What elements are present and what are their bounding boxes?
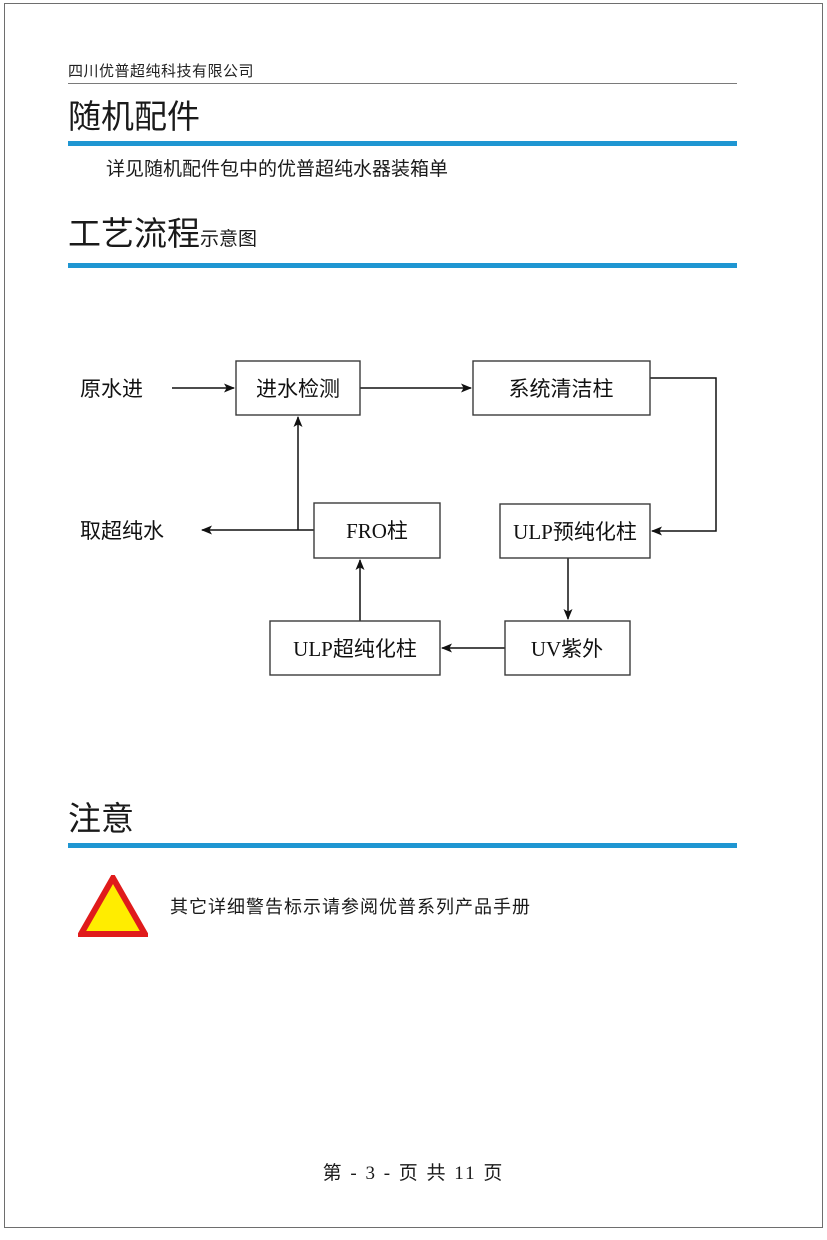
warning-triangle-icon (75, 871, 151, 937)
flow-node-label: 系统清洁柱 (509, 377, 614, 401)
flow-node-label: ULP预纯化柱 (513, 520, 637, 544)
flow-label-raw-water-in: 原水进 (80, 377, 143, 401)
flow-node-label: FRO柱 (346, 519, 408, 543)
flow-node-label: ULP超纯化柱 (293, 637, 417, 661)
flow-node-label: UV紫外 (531, 637, 603, 661)
process-flow-diagram: 进水检测 系统清洁柱 ULP预纯化柱 UV紫外 ULP超纯化柱 FRO柱 (60, 330, 780, 710)
section-accent-bar (68, 843, 737, 848)
section-title-process: 工艺流程示意图 (68, 215, 737, 260)
section-title-accessories: 随机配件 (68, 100, 200, 136)
flow-node-fro[interactable]: FRO柱 (313, 502, 441, 559)
flow-node-inlet-detection[interactable]: 进水检测 (235, 360, 361, 416)
section-accent-bar (68, 263, 737, 268)
edge-systemclean-to-ulppre (650, 377, 717, 536)
flow-node-ulp-pre[interactable]: ULP预纯化柱 (499, 503, 651, 559)
page-footer: 第 - 3 - 页 共 11 页 (322, 1163, 505, 1184)
document-header: 四川优普超纯科技有限公司 (68, 62, 737, 84)
header-company-name: 四川优普超纯科技有限公司 (68, 62, 255, 80)
section-title-notice: 注意 (68, 802, 134, 838)
header-rule (68, 83, 737, 84)
section-heading-accessories: 随机配件 (68, 98, 737, 146)
section-accent-bar (68, 141, 737, 146)
section-title-process-sub: 示意图 (200, 229, 258, 250)
section-heading-notice: 注意 (68, 800, 737, 848)
flow-label-ultrapure-out: 取超纯水 (80, 519, 164, 543)
flow-node-system-clean[interactable]: 系统清洁柱 (472, 360, 651, 416)
flow-node-label: 进水检测 (256, 377, 340, 401)
flow-node-uv[interactable]: UV紫外 (504, 620, 631, 676)
flow-node-ulp-ultra[interactable]: ULP超纯化柱 (269, 620, 441, 676)
section-heading-process: 工艺流程示意图 (68, 215, 737, 268)
section-title-process-main: 工艺流程 (68, 217, 200, 253)
accessories-body-text: 详见随机配件包中的优普超纯水器装箱单 (106, 159, 449, 180)
notice-text: 其它详细警告标示请参阅优普系列产品手册 (170, 897, 531, 918)
notice-block: 其它详细警告标示请参阅优普系列产品手册 (75, 871, 738, 945)
